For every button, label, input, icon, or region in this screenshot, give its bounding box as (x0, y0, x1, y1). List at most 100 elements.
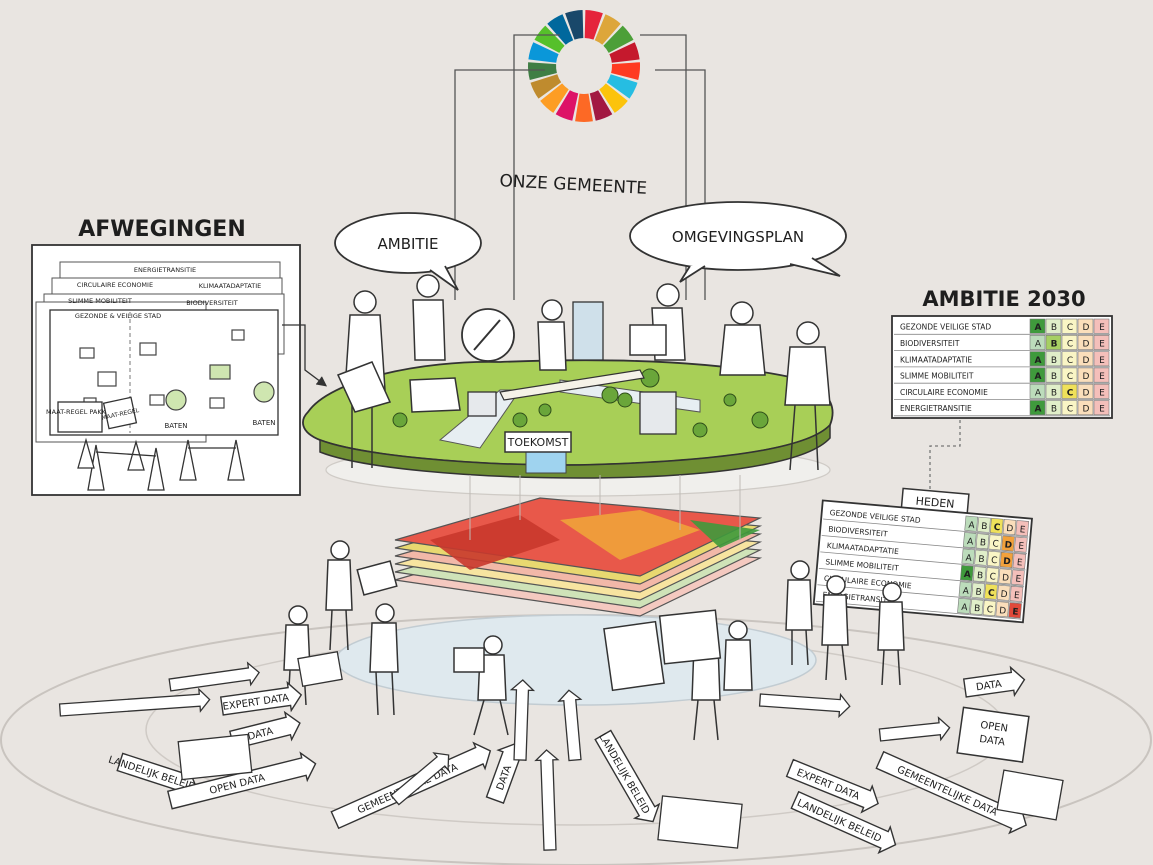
card-maatregelpakket: MAAT-REGEL PAKKET (46, 408, 114, 416)
data-layer (394, 497, 763, 577)
data-arrow-label: GEMEENTELIJKE DATA (895, 764, 999, 818)
sdg-wheel-icon (527, 10, 641, 123)
grade-row-label: ENERGIETRANSITIE (900, 404, 972, 413)
grade-letter: E (1019, 525, 1026, 535)
grade-letter: C (993, 523, 1001, 534)
grade-letter: A (1035, 405, 1042, 415)
grade-cell (1077, 318, 1094, 334)
grade-letter: B (978, 555, 985, 566)
grade-cell (1061, 334, 1078, 350)
grade-letter: C (1067, 388, 1074, 398)
grade-letter: E (1099, 388, 1105, 398)
grade-letter: D (1004, 540, 1012, 551)
grade-cell (1061, 351, 1078, 367)
grade-cell (982, 600, 997, 617)
sdg-segment (547, 14, 574, 45)
grade-cell (958, 581, 973, 598)
grade-letter: E (1015, 574, 1022, 584)
grade-letter: C (988, 589, 996, 600)
sheet-label: KLIMAATADAPTATIE (199, 282, 262, 290)
grade-cell (1002, 518, 1017, 536)
grade-cell (1015, 520, 1030, 537)
grade-letter: E (1012, 607, 1019, 617)
grade-letter: E (1018, 542, 1025, 552)
grade-letter: C (991, 556, 998, 567)
grade-letter: C (986, 605, 993, 616)
grade-letter: D (999, 606, 1007, 617)
grade-letter: A (1035, 388, 1042, 398)
grade-cell (1093, 367, 1110, 383)
grade-letter: A (965, 553, 973, 564)
grade-cell (1045, 334, 1062, 350)
plain-arrow (878, 716, 951, 742)
grade-cell (998, 568, 1012, 585)
grade-cell (1029, 400, 1046, 416)
grade-cell (1061, 318, 1078, 334)
grade-row-label: CIRCULAIRE ECONOMIE (900, 388, 988, 397)
data-arrow: EXPERT DATA (219, 680, 303, 716)
grade-letter: E (1099, 372, 1105, 382)
grade-cell (1012, 552, 1027, 570)
sdg-segment (530, 74, 562, 99)
grade-cell (975, 533, 990, 550)
grade-cell (1077, 400, 1094, 416)
sdg-segment (606, 74, 638, 99)
grade-letter: B (1051, 405, 1057, 415)
grade-letter: B (974, 604, 981, 615)
sdg-segment (609, 42, 640, 63)
speech-bubble-ambitie: AMBITIE (334, 212, 482, 291)
grade-letter: D (1083, 372, 1090, 382)
layer-lines (469, 475, 741, 540)
grade-cell (961, 548, 976, 565)
grade-letter: C (1067, 323, 1073, 333)
sdg-segment (611, 62, 641, 80)
grade-cell (1045, 318, 1062, 334)
grade-cell (1061, 400, 1078, 416)
bubble-label: OMGEVINGSPLAN (672, 228, 804, 246)
grade-letter: D (1003, 557, 1011, 568)
grade-letter: C (989, 572, 996, 583)
grade-cell (1045, 400, 1062, 416)
grade-letter: D (1083, 323, 1090, 333)
grade-letter: D (1083, 405, 1090, 415)
sheet-label: ENERGIETRANSITIE (134, 266, 196, 274)
sdg-segment (527, 62, 557, 80)
grade-cell (1029, 351, 1046, 367)
grade-cell (1077, 367, 1094, 383)
sheet-label: CIRCULAIRE ECONOMIE (77, 281, 153, 289)
grade-cell (988, 534, 1003, 551)
sdg-segment (599, 83, 628, 113)
grade-cell (1061, 383, 1078, 399)
data-arrow-label: DATA (975, 679, 1002, 694)
grade-cell (969, 598, 984, 616)
plain-arrow (557, 689, 583, 762)
ambitie-2030-heading: AMBITIE 2030 (922, 287, 1085, 311)
grade-letter: C (992, 539, 999, 550)
grade-cell (1045, 367, 1062, 383)
grade-cell (972, 566, 987, 583)
sheet-label: SLIMME MOBILITEIT (68, 297, 132, 305)
baten-label-1: BATEN (165, 422, 188, 430)
toekomst-label: TOEKOMST (507, 436, 569, 449)
paper-sheet (297, 650, 343, 688)
grade-letter: A (1035, 356, 1042, 366)
grade-letter: D (1083, 356, 1090, 366)
grade-cell (962, 532, 977, 549)
grade-cell (1093, 383, 1110, 399)
grade-letter: D (1002, 573, 1010, 584)
plain-arrow (390, 752, 450, 806)
sdg-segment (528, 42, 559, 63)
grade-letter: D (1083, 340, 1090, 350)
grade-cell (999, 551, 1014, 568)
grade-cell (964, 515, 979, 532)
grade-cell (1013, 536, 1028, 553)
grade-row-label: GEZONDE VEILIGE STAD (900, 323, 991, 332)
data-arrow: LANDELIJK BELEID (594, 729, 661, 823)
sdg-segment (565, 10, 584, 40)
sheet-label: BIODIVERSITEIT (186, 299, 238, 307)
grade-letter: E (1099, 356, 1105, 366)
